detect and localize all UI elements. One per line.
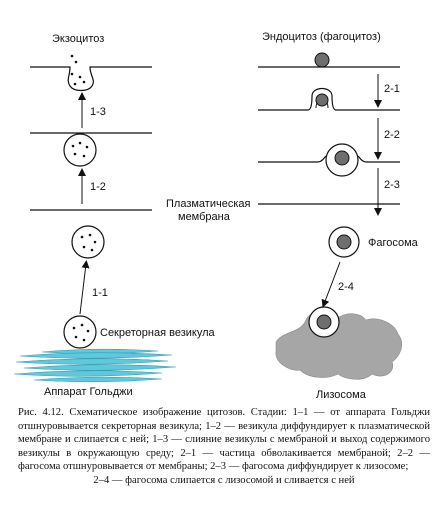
exo-released-content (70, 54, 86, 86)
exo-docked-vesicle (63, 133, 97, 167)
stage-label-1-1: 1-1 (92, 287, 108, 299)
phagosome-label: Фагосома (368, 237, 419, 249)
golgi-label: Аппарат Гольджи (44, 386, 133, 398)
plasma-membrane-label-line2: мембрана (178, 211, 231, 223)
caption-text: Рис. 4.12. Схематическое изображение цит… (18, 407, 430, 473)
exo-membrane-fusion (30, 66, 152, 92)
exo-free-vesicle (71, 225, 105, 259)
exo-free-vesicle-content (80, 233, 97, 252)
stage-label-2-4: 2-4 (338, 281, 354, 293)
endocytosis-title: Эндоцитоз (фагоцитоз) (262, 31, 381, 43)
arrow-2-4 (321, 261, 341, 308)
particle-engulfed (315, 93, 329, 107)
particle-in-phagosome (336, 234, 352, 250)
stage-label-2-2: 2-2 (384, 129, 400, 141)
plasma-membrane-label-line1: Плазматическая (166, 198, 251, 210)
golgi-apparatus (13, 348, 177, 383)
exocytosis-title: Экзоцитоз (52, 33, 104, 45)
exo-docked-vesicle-content (71, 141, 89, 158)
stage-label-1-2: 1-2 (90, 181, 106, 193)
secretory-vesicle-content (72, 323, 90, 342)
caption-last-line: 2–4 — фагосома слипается с лизосомой и с… (93, 474, 355, 486)
stage-label-1-3: 1-3 (90, 106, 106, 118)
arrow-1-1 (79, 260, 90, 315)
lysosome-label: Лизосома (316, 389, 367, 401)
particle-fusing (316, 314, 332, 330)
endo-membrane-engulfing (258, 87, 400, 111)
stage-label-2-1: 2-1 (384, 83, 400, 95)
particle-in-budding-phagosome (334, 150, 350, 166)
figure-caption: Рис. 4.12. Схематическое изображение цит… (18, 406, 430, 488)
endo-membrane-budding (258, 155, 400, 163)
secretory-vesicle-label: Секреторная везикула (100, 327, 215, 339)
particle-free (314, 52, 330, 68)
stage-label-2-3: 2-3 (384, 179, 400, 191)
secretory-vesicle (63, 315, 97, 349)
